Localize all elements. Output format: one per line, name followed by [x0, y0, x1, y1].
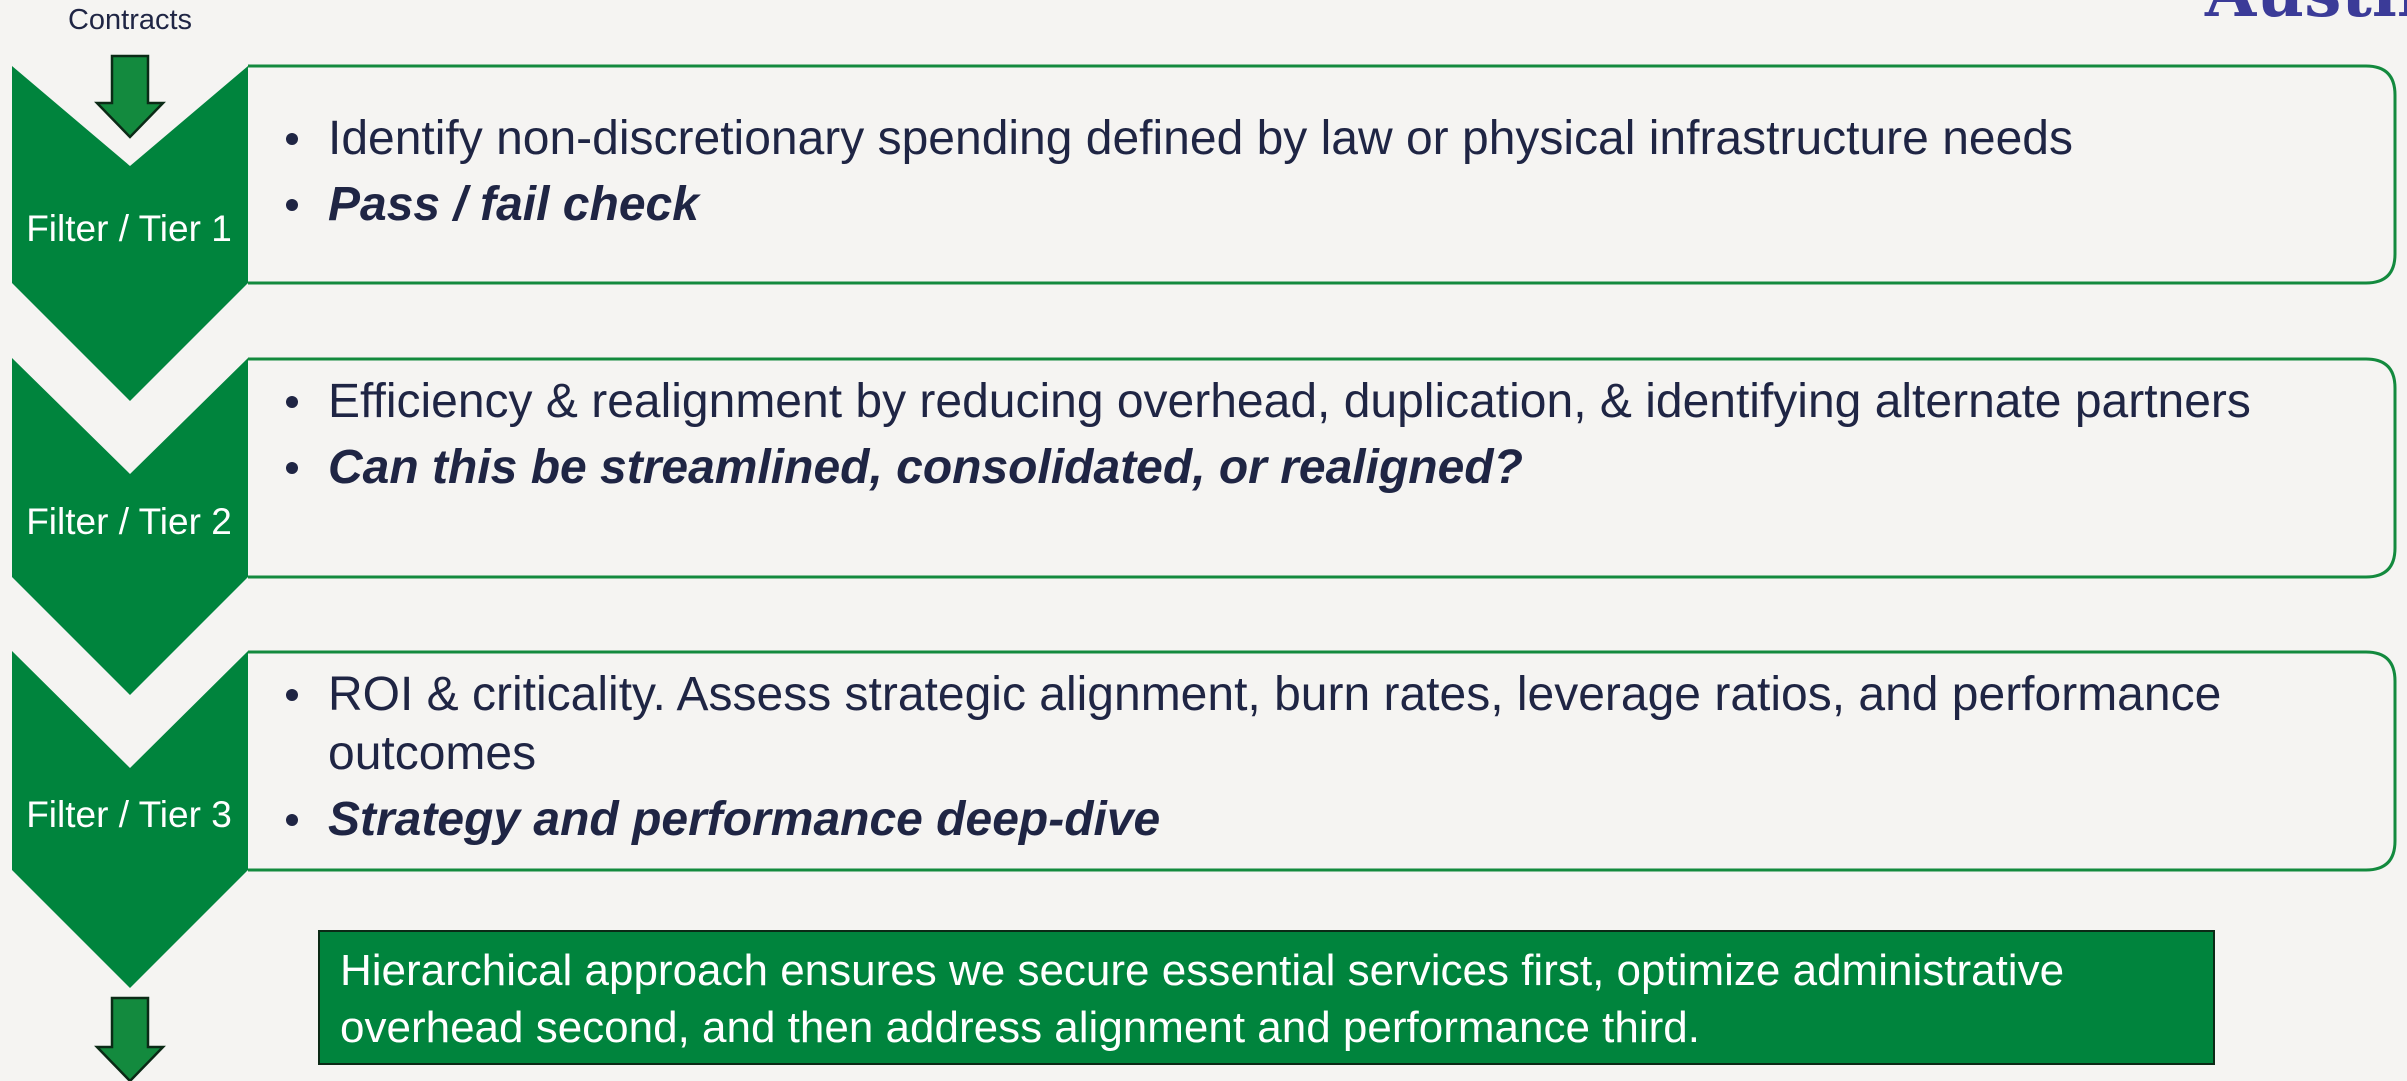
tier-2-bullet-question: Can this be streamlined, consolidated, o…: [250, 438, 2364, 497]
input-down-arrow-icon: [94, 54, 166, 139]
tier-3-label: Filter / Tier 3: [26, 794, 232, 835]
tier-2-bullet-list: Efficiency & realignment by reducing ove…: [250, 372, 2364, 497]
tier-2-bullet-description: Efficiency & realignment by reducing ove…: [250, 372, 2364, 431]
tier-2-chevron: [12, 358, 248, 695]
tier-3-chevron: [12, 651, 248, 988]
summary-callout: Hierarchical approach ensures we secure …: [318, 930, 2215, 1065]
tier-1-card-outline: [248, 64, 2397, 285]
tier-2-label: Filter / Tier 2: [26, 501, 232, 542]
tier-1-bullet-list: Identify non-discretionary spending defi…: [250, 109, 2364, 234]
tier-2-card-outline: [248, 357, 2397, 579]
tier-1-label: Filter / Tier 1: [26, 208, 232, 249]
tier-3-card: ROI & criticality. Assess strategic alig…: [250, 665, 2394, 849]
tier-1-bullet-description: Identify non-discretionary spending defi…: [250, 109, 2364, 168]
tier-1-chevron: [12, 66, 248, 401]
contracts-input-label: Contracts: [67, 4, 193, 36]
tier-3-card-outline: [248, 650, 2397, 872]
tier-1-card: Identify non-discretionary spending defi…: [250, 109, 2394, 234]
output-down-arrow-icon: [94, 996, 166, 1081]
tier-3-bullet-description: ROI & criticality. Assess strategic alig…: [250, 665, 2364, 783]
tier-1-bullet-question: Pass / fail check: [250, 175, 2364, 234]
tier-2-card: Efficiency & realignment by reducing ove…: [250, 372, 2394, 497]
tier-3-bullet-question: Strategy and performance deep-dive: [250, 790, 2364, 849]
tier-3-bullet-list: ROI & criticality. Assess strategic alig…: [250, 665, 2364, 849]
brand-logo: Austin: [2205, 0, 2407, 32]
